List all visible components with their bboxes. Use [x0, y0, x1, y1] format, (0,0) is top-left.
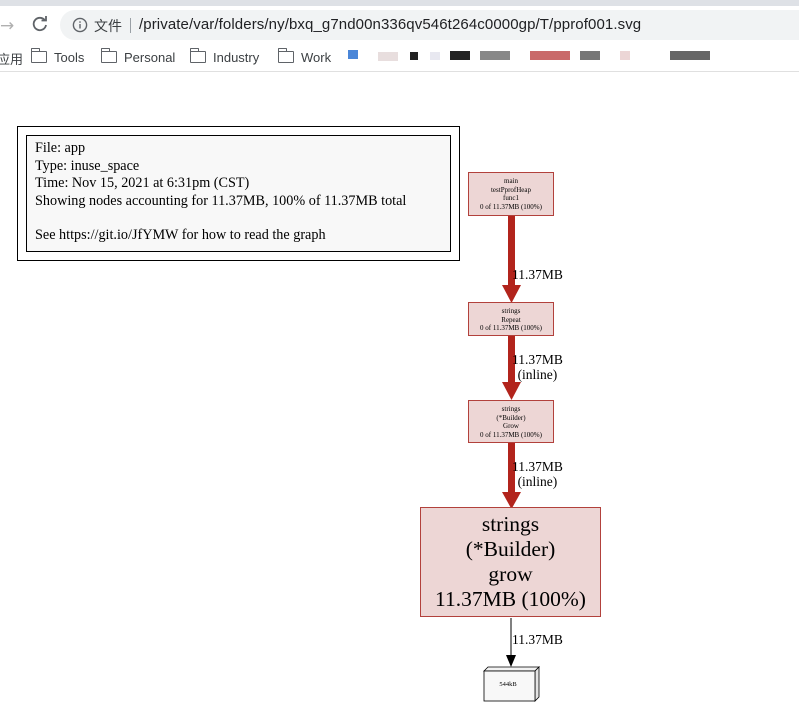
node-line: testPprofHeap — [490, 185, 532, 194]
edge-label: 11.37MB — [512, 632, 563, 647]
edge-label: 11.37MB (inline) — [512, 459, 563, 489]
bookmark-label: Work — [301, 49, 332, 65]
tab-strip — [0, 0, 799, 6]
legend-type: Type: inuse_space — [35, 157, 140, 174]
bookmark-apps[interactable]: 应用 — [0, 53, 24, 68]
legend-summary: Showing nodes accounting for 11.37MB, 10… — [35, 192, 407, 209]
node-alloc-544kB[interactable]: 544kB — [484, 667, 538, 701]
node-line: 11.37MB (100%) — [435, 587, 586, 611]
legend-file: File: app — [35, 140, 86, 156]
node-line: 0 of 11.37MB (100%) — [480, 324, 542, 332]
node-line: strings — [481, 512, 540, 536]
edge-label: 11.37MB — [512, 267, 563, 282]
pprof-graph: File: app Type: inuse_space Time: Nov 15… — [0, 73, 799, 707]
bookmark-industry[interactable]: Industry — [189, 47, 260, 67]
legend-help-link[interactable]: See https://git.io/JfYMW for how to read… — [35, 227, 326, 243]
node-builder-grow[interactable]: strings (*Builder) grow 11.37MB (100%) — [420, 507, 601, 617]
node-builder-Grow[interactable]: strings (*Builder) Grow 0 of 11.37MB (10… — [468, 400, 554, 443]
legend-time: Time: Nov 15, 2021 at 6:31pm (CST) — [35, 175, 250, 191]
edge-repeat-to-Grow[interactable] — [502, 335, 521, 400]
alloc-box-shape — [483, 666, 540, 702]
bookmark-favicon[interactable] — [580, 51, 600, 60]
alloc-size-label: 544kB — [499, 681, 517, 688]
edge-Grow-to-grow[interactable] — [502, 443, 521, 509]
bookmark-label: Tools — [54, 49, 85, 65]
forward-button[interactable]: → — [0, 16, 15, 36]
reload-icon[interactable] — [30, 14, 50, 34]
bookmark-tools[interactable]: Tools — [30, 47, 85, 67]
bookmark-favicon[interactable] — [430, 52, 440, 60]
edge-weight: 11.37MB — [512, 632, 563, 647]
node-line: (*Builder) — [496, 413, 526, 422]
bookmark-favicon[interactable] — [378, 52, 398, 61]
url-text[interactable]: /private/var/folders/ny/bxq_g7nd00n336qv… — [139, 16, 642, 33]
folder-icon — [189, 48, 206, 63]
edge-label: 11.37MB (inline) — [512, 352, 563, 382]
edge-inline-tag: (inline) — [517, 474, 558, 489]
node-line: 0 of 11.37MB (100%) — [480, 430, 542, 439]
folder-icon — [277, 48, 294, 63]
node-line: Repeat — [501, 315, 521, 324]
bookmark-favicon[interactable] — [530, 51, 570, 60]
info-icon[interactable] — [72, 17, 88, 33]
folder-icon — [30, 48, 47, 63]
edge-weight: 11.37MB — [512, 352, 563, 367]
legend-box: File: app Type: inuse_space Time: Nov 15… — [26, 135, 451, 252]
edge-main-to-repeat[interactable] — [502, 215, 521, 303]
bookmark-favicon[interactable] — [670, 51, 710, 60]
node-line: (*Builder) — [465, 537, 556, 561]
graph-legend: File: app Type: inuse_space Time: Nov 15… — [17, 126, 460, 261]
edge-weight: 11.37MB — [512, 267, 563, 282]
browser-toolbar: → 文件 /private/var/folders/ny/bxq_g7nd00n… — [0, 6, 799, 42]
bookmarks-bar: 应用 Tools Personal Industry Work — [0, 42, 799, 72]
bookmark-favicon[interactable] — [410, 52, 418, 60]
edge-inline-tag: (inline) — [517, 367, 558, 382]
graph-edges — [483, 215, 540, 702]
scheme-label: 文件 — [94, 19, 122, 35]
address-bar[interactable]: 文件 /private/var/folders/ny/bxq_g7nd00n33… — [60, 10, 799, 40]
node-line: strings — [501, 405, 521, 413]
edge-weight: 11.37MB — [512, 459, 563, 474]
node-line: main — [504, 177, 518, 185]
bookmark-label: Industry — [213, 49, 260, 65]
bookmark-favicon[interactable] — [348, 50, 358, 59]
node-line: grow — [488, 562, 533, 586]
node-strings-repeat[interactable]: strings Repeat 0 of 11.37MB (100%) — [468, 302, 554, 336]
node-line: Grow — [503, 422, 519, 430]
folder-icon — [100, 48, 117, 63]
bookmark-favicon[interactable] — [450, 51, 470, 60]
bookmark-favicon[interactable] — [480, 51, 510, 60]
edge-grow-to-alloc[interactable] — [506, 618, 516, 667]
bookmark-personal[interactable]: Personal — [100, 47, 176, 67]
bookmark-label: Personal — [124, 49, 176, 65]
bookmark-favicon[interactable] — [620, 51, 630, 60]
bookmark-work[interactable]: Work — [277, 47, 332, 67]
node-line: 0 of 11.37MB (100%) — [480, 202, 542, 211]
node-line: func1 — [503, 194, 519, 202]
node-main-func1[interactable]: main testPprofHeap func1 0 of 11.37MB (1… — [468, 172, 554, 216]
node-line: strings — [501, 307, 521, 315]
address-separator — [130, 18, 131, 33]
